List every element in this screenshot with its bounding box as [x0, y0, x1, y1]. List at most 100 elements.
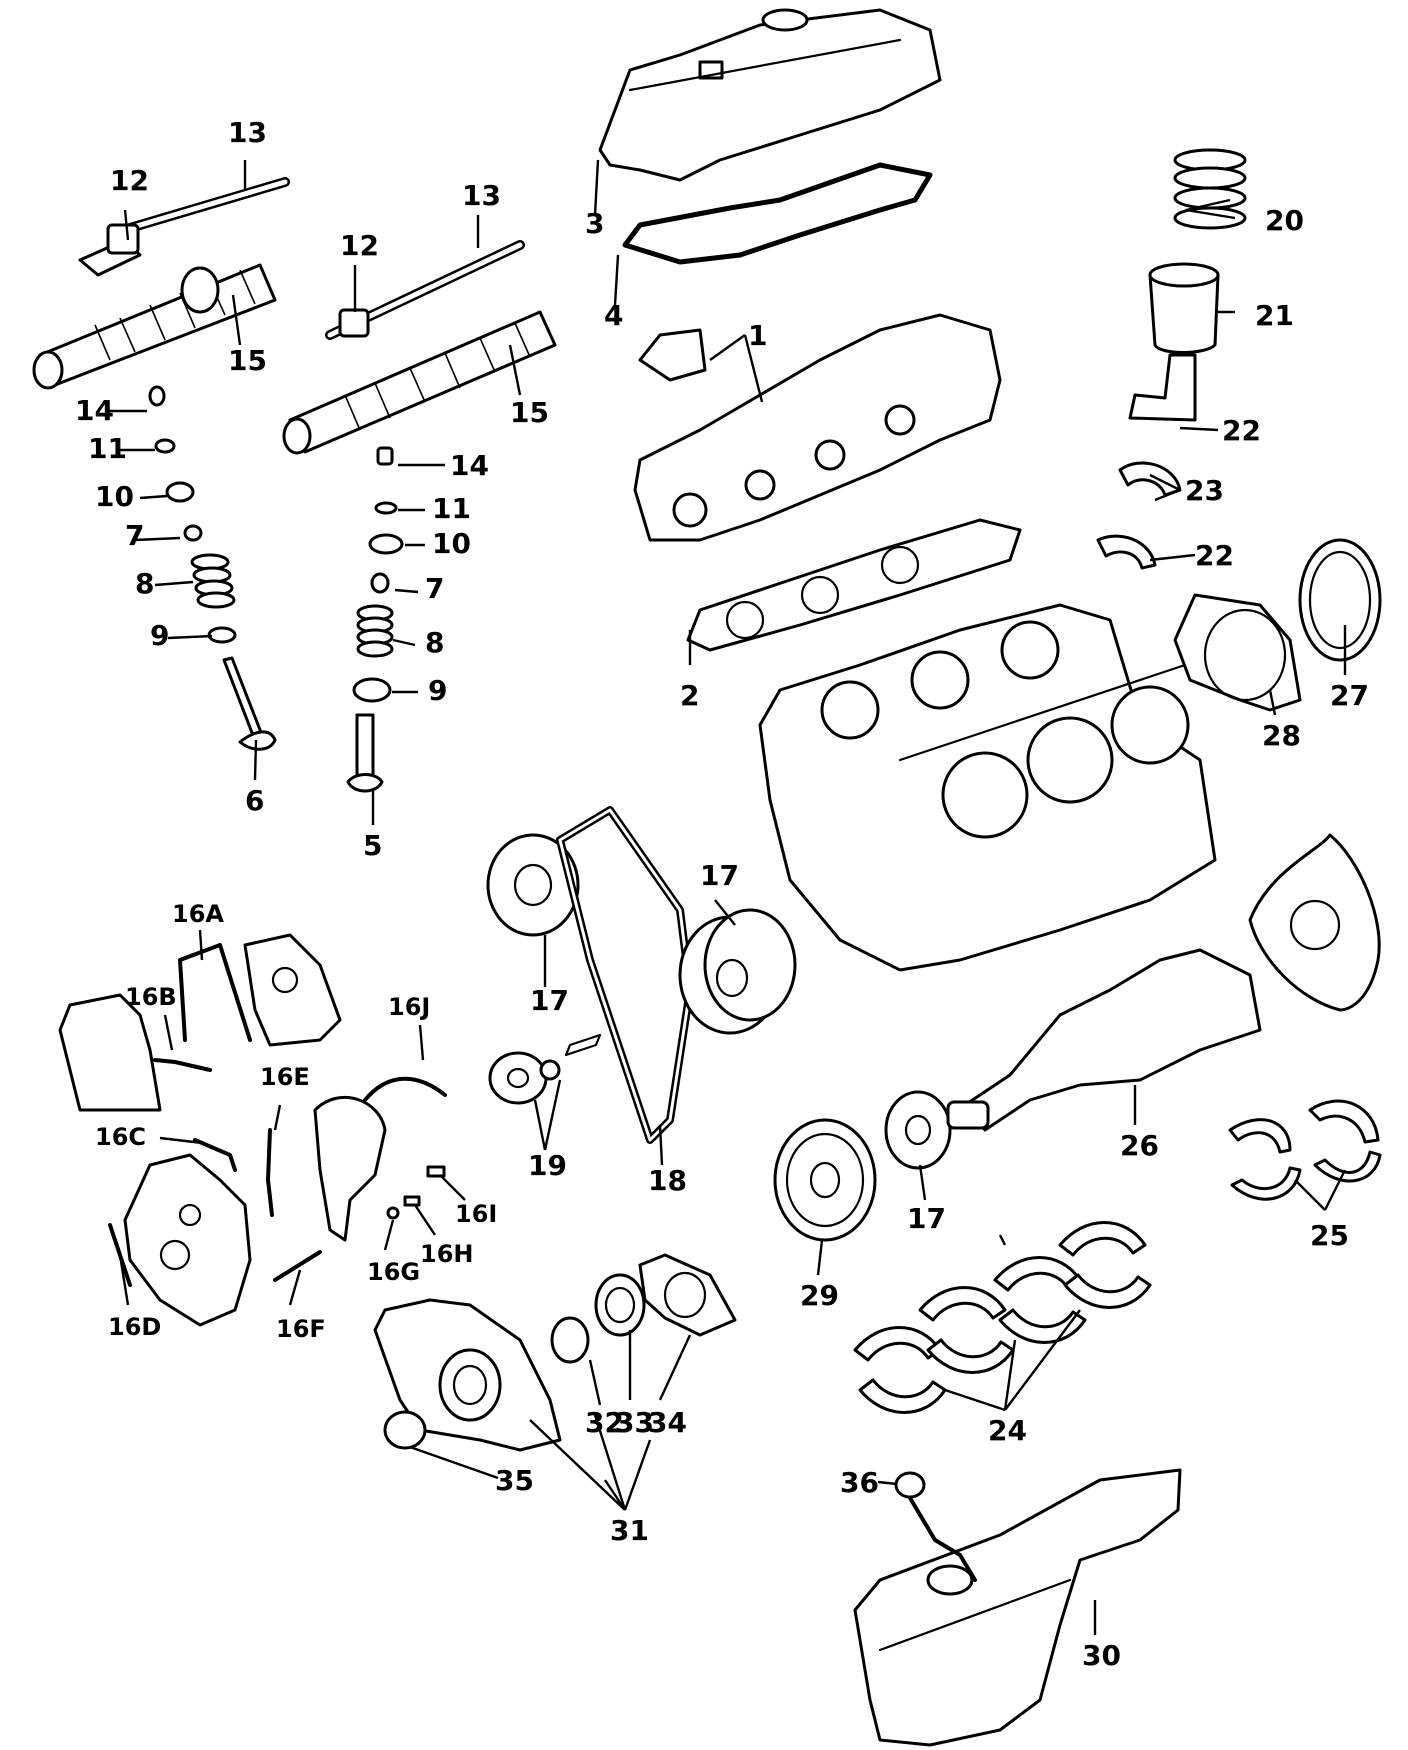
gasket-16e[interactable]: [266, 1128, 274, 1217]
keeper-left[interactable]: [154, 438, 176, 454]
piston[interactable]: [1148, 262, 1220, 354]
crankshaft[interactable]: [946, 948, 1262, 1132]
bolt-16g[interactable]: [386, 1206, 400, 1220]
valve-spring-left[interactable]: [190, 553, 236, 609]
callout-25: 25: [1310, 1219, 1349, 1252]
tensioner-spring[interactable]: [564, 1033, 602, 1057]
callout-19: 19: [528, 1149, 567, 1182]
spring-seat-right[interactable]: [352, 677, 392, 703]
timing-cover-lower[interactable]: [123, 1153, 252, 1327]
timing-belt-tensioner[interactable]: [488, 1051, 561, 1105]
callout-16e: 16E: [260, 1063, 310, 1091]
callout-17c: 17: [907, 1202, 946, 1235]
oil-pump-gear-inner[interactable]: [550, 1316, 590, 1364]
lifter-left[interactable]: [148, 385, 166, 407]
cam-sprocket-upper[interactable]: [486, 833, 580, 937]
seal-left[interactable]: [183, 524, 203, 542]
oil-pump-gear-outer[interactable]: [594, 1273, 646, 1337]
callout-16g: 16G: [367, 1258, 420, 1286]
bolt-16h[interactable]: [403, 1195, 421, 1207]
timing-belt[interactable]: [556, 806, 694, 1144]
callout-5: 5: [363, 829, 382, 862]
retainer-left[interactable]: [165, 481, 195, 503]
callout-34: 34: [648, 1406, 687, 1439]
callout-labels: 1 2 3 4 5 6 7 7 8 8 9 9 10 10 11 11 12 1…: [75, 116, 1369, 1672]
rod-bearing-lower[interactable]: [1096, 534, 1157, 570]
oil-pan[interactable]: [853, 1468, 1182, 1747]
rod-bearing-upper[interactable]: [1118, 461, 1182, 497]
callout-16b: 16B: [125, 983, 177, 1011]
retainer-right[interactable]: [368, 533, 404, 555]
callout-13b: 13: [462, 179, 501, 212]
cover-gasket-16b[interactable]: [153, 1058, 212, 1072]
callout-9b: 9: [428, 674, 447, 707]
gasket-16j[interactable]: [363, 1076, 447, 1102]
cover-gasket-16a[interactable]: [178, 943, 252, 1042]
flexplate[interactable]: [1248, 833, 1381, 1012]
valve-cover[interactable]: [598, 8, 942, 182]
thrust-washers[interactable]: [1228, 1099, 1382, 1201]
gasket-16f[interactable]: [273, 1250, 322, 1282]
callout-28: 28: [1262, 719, 1301, 752]
timing-cover-upper-left[interactable]: [58, 993, 162, 1112]
cover-middle[interactable]: [313, 1095, 387, 1242]
cam-sprocket-lower[interactable]: [678, 908, 797, 1035]
rear-main-seal[interactable]: [1298, 538, 1382, 662]
gasket-16c[interactable]: [193, 1138, 237, 1172]
callout-26: 26: [1120, 1129, 1159, 1162]
callout-6: 6: [245, 784, 264, 817]
spring-seat-left[interactable]: [207, 626, 237, 644]
callout-16j: 16J: [388, 993, 430, 1021]
valve-right[interactable]: [346, 713, 384, 793]
callout-14a: 14: [75, 394, 114, 427]
leader-lines: [108, 159, 1347, 1635]
callout-31: 31: [610, 1514, 649, 1547]
valve-spring-right[interactable]: [356, 604, 394, 658]
callout-12a: 12: [110, 164, 149, 197]
cylinder-head[interactable]: [633, 313, 1002, 542]
callout-15a: 15: [228, 344, 267, 377]
valve-cover-gasket[interactable]: [622, 162, 933, 265]
callout-27: 27: [1330, 679, 1369, 712]
main-bearings[interactable]: [853, 1221, 1152, 1414]
callout-33: 33: [615, 1406, 654, 1439]
callout-1: 1: [748, 319, 767, 352]
callout-2: 2: [680, 679, 699, 712]
lifter-right[interactable]: [376, 446, 394, 466]
piston-rings[interactable]: [1173, 148, 1247, 230]
callout-3: 3: [585, 207, 604, 240]
callout-32: 32: [585, 1406, 624, 1439]
bolt-16i[interactable]: [426, 1165, 446, 1178]
timing-cover-upper-right[interactable]: [243, 933, 342, 1047]
rocker-shaft-right[interactable]: [325, 240, 525, 340]
callout-15b: 15: [510, 396, 549, 429]
callout-20: 20: [1265, 204, 1304, 237]
rocker-shaft-left[interactable]: [78, 177, 290, 277]
callout-11a: 11: [88, 432, 127, 465]
head-gasket[interactable]: [686, 518, 1022, 652]
callout-29: 29: [800, 1279, 839, 1312]
oil-pump-cover[interactable]: [638, 1253, 737, 1337]
oil-pump-seal[interactable]: [383, 1410, 427, 1450]
camshaft-right[interactable]: [282, 310, 557, 455]
callout-12b: 12: [340, 229, 379, 262]
connecting-rod[interactable]: [1128, 353, 1197, 422]
callout-16a: 16A: [172, 900, 224, 928]
callout-35: 35: [495, 1464, 534, 1497]
callout-11b: 11: [432, 492, 471, 525]
callout-36: 36: [840, 1466, 879, 1499]
valve-left[interactable]: [222, 656, 277, 751]
callout-16d: 16D: [108, 1313, 161, 1341]
camshaft-left[interactable]: [32, 263, 277, 390]
keeper-right[interactable]: [374, 501, 398, 515]
callout-8a: 8: [135, 567, 154, 600]
callout-30: 30: [1082, 1639, 1121, 1672]
engine-block[interactable]: [758, 603, 1217, 972]
callout-21: 21: [1255, 299, 1294, 332]
callout-22a: 22: [1222, 414, 1261, 447]
crank-pulley[interactable]: [773, 1118, 877, 1242]
crank-sprocket[interactable]: [884, 1090, 952, 1170]
seal-retainer[interactable]: [1173, 593, 1302, 712]
seal-right[interactable]: [370, 572, 390, 594]
callout-14b: 14: [450, 449, 489, 482]
